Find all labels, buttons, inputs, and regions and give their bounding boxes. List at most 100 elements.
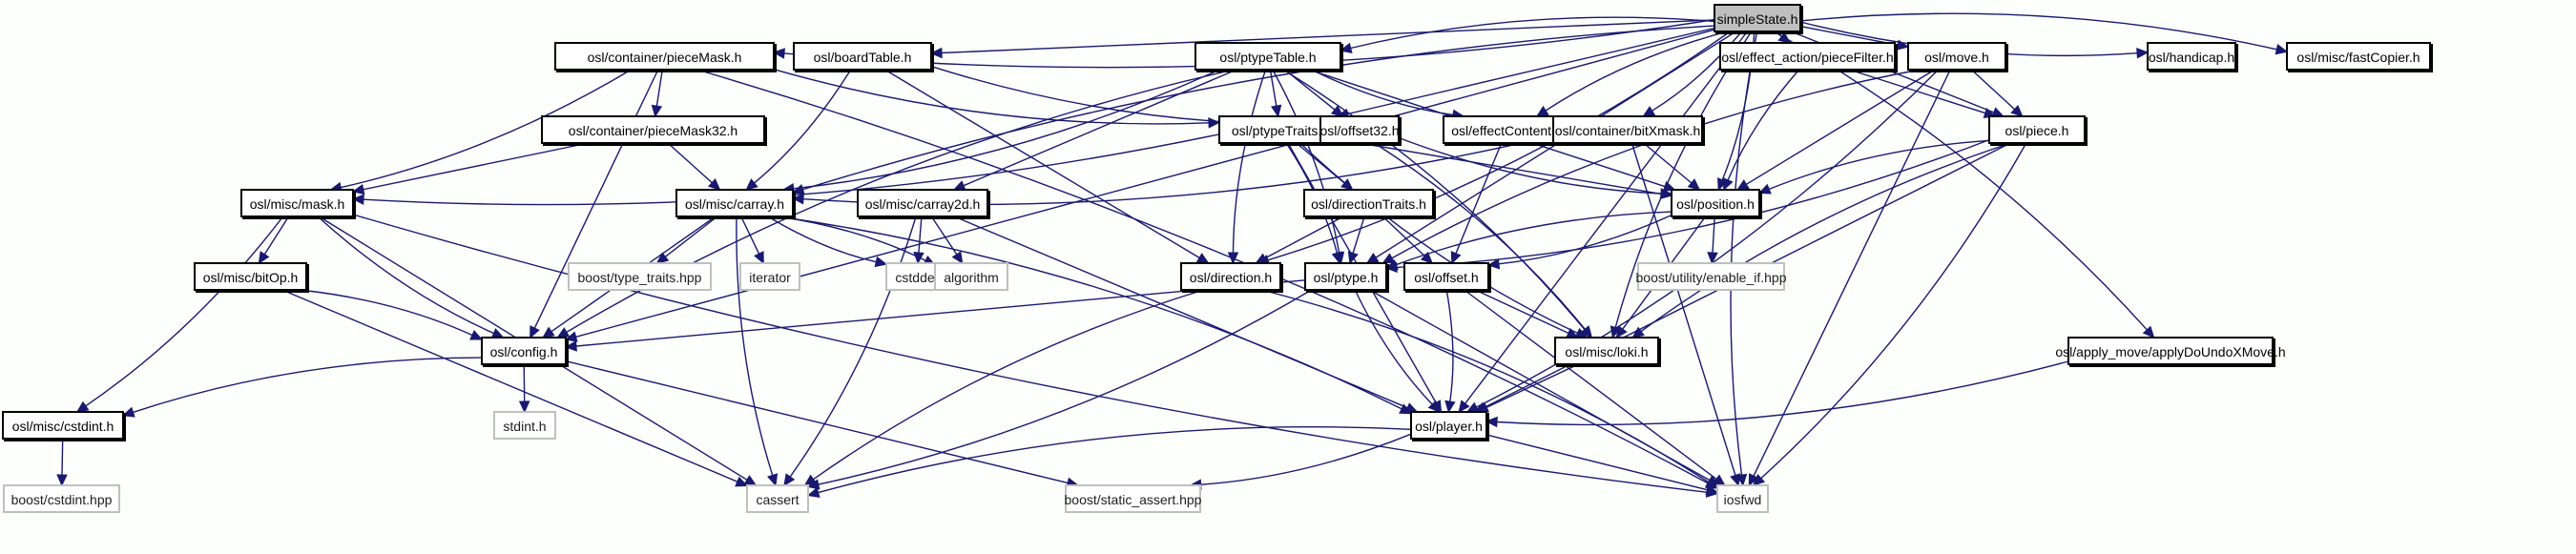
node-handicap[interactable]: osl/handicap.h (2147, 42, 2238, 72)
arrowhead-icon (951, 251, 964, 265)
edge-line (1396, 138, 1990, 269)
edge-offset32-to-loki (1374, 142, 1593, 339)
node-label: osl/ptypeTraits.h (1232, 123, 1329, 138)
node-bitOp[interactable]: osl/misc/bitOp.h (194, 262, 309, 293)
node-pieceMask32[interactable]: osl/container/pieceMask32.h (541, 115, 767, 146)
node-piece[interactable]: osl/piece.h (1988, 115, 2088, 146)
node-player[interactable]: osl/player.h (1410, 411, 1489, 441)
node-label: osl/offset32.h (1319, 123, 1399, 138)
node-loki[interactable]: osl/misc/loki.h (1554, 337, 1661, 367)
edge-carray-to-iterator (740, 215, 764, 265)
node-label: boost/utility/enable_if.hpp (1636, 270, 1787, 285)
node-algorithm: algorithm (934, 262, 1008, 291)
nodes-layer: simpleState.h osl/container/pieceMask.h os… (2, 4, 2433, 513)
arrowhead-icon (1642, 106, 1656, 117)
arrowhead-icon (1722, 177, 1734, 192)
arrowhead-icon (1365, 252, 1380, 264)
node-carray2d[interactable]: osl/misc/carray2d.h (857, 189, 990, 219)
node-bitXmask[interactable]: osl/container/bitXmask.h (1552, 115, 1705, 146)
edge-direction-to-iosfwd (1261, 289, 1719, 489)
node-box (1410, 411, 1487, 440)
edge-line (1848, 69, 1986, 114)
edge-bitOp-to-config (299, 289, 484, 340)
edge-carray-to-cassert (736, 215, 779, 487)
arrowhead-icon (469, 329, 484, 340)
node-offset[interactable]: osl/offset.h (1403, 262, 1491, 293)
edge-line (930, 215, 958, 256)
edge-directionTraits-to-offset (1381, 215, 1434, 264)
node-direction[interactable]: osl/direction.h (1180, 262, 1283, 293)
arrowhead-icon (1450, 251, 1462, 265)
edge-ptype-to-cassert (806, 289, 1313, 490)
node-config[interactable]: osl/config.h (481, 337, 569, 367)
node-label: osl/player.h (1415, 419, 1483, 434)
node-stdint: stdint.h (493, 411, 556, 440)
node-label: osl/misc/loki.h (1565, 344, 1648, 359)
node-carray[interactable]: osl/misc/carray.h (675, 189, 796, 219)
node-box (793, 42, 932, 71)
node-box (934, 262, 1008, 291)
node-label: osl/container/pieceMask32.h (569, 123, 737, 138)
edge-loki-to-player (1476, 363, 1579, 413)
node-label: osl/effect_action/pieceFilter.h (1721, 50, 1893, 65)
arrowhead-icon (743, 475, 758, 486)
edge-line (1712, 215, 1715, 254)
node-simpleState[interactable]: simpleState.h (1714, 4, 1803, 34)
node-label: osl/effectContent.h (1451, 123, 1562, 138)
edge-carray-to-typeTraits (655, 215, 718, 264)
node-box (1714, 4, 1801, 32)
node-boardTable[interactable]: osl/boardTable.h (793, 42, 934, 72)
edge-line (1760, 142, 2027, 480)
node-label: osl/apply_move/applyDoUndoXMove.h (2055, 344, 2285, 359)
edge-line (1391, 69, 1921, 259)
node-directionTraits[interactable]: osl/directionTraits.h (1303, 189, 1436, 219)
arrowhead-icon (351, 194, 364, 206)
edge-line (1398, 136, 1662, 195)
arrowhead-icon (1384, 259, 1399, 270)
node-ptype[interactable]: osl/ptype.h (1304, 262, 1389, 293)
edge-line (263, 215, 290, 256)
edge-pieceFilter-to-position (1722, 69, 1800, 192)
edge-bitXmask-to-position (1643, 142, 1701, 191)
arrowhead-icon (1735, 179, 1750, 191)
edge-line (565, 360, 1069, 484)
arrowhead-icon (1381, 253, 1396, 264)
arrowhead-icon (1404, 402, 1419, 413)
edge-line (1374, 142, 1586, 330)
node-position[interactable]: osl/position.h (1671, 189, 1762, 219)
node-ptypeTable[interactable]: osl/ptypeTable.h (1195, 42, 1343, 72)
edge-direction-to-cassert (803, 289, 1204, 486)
node-box (2, 411, 124, 440)
node-box (1443, 115, 1571, 144)
edge-effectContent-to-offset (1450, 142, 1503, 265)
node-pieceMask[interactable]: osl/container/pieceMask.h (554, 42, 777, 72)
edge-line (664, 215, 718, 257)
edge-line (740, 215, 760, 255)
edge-line (363, 142, 589, 191)
node-cstdint[interactable]: osl/misc/cstdint.h (2, 411, 126, 441)
node-offset32[interactable]: osl/offset32.h (1319, 115, 1402, 146)
node-label: osl/container/pieceMask.h (588, 50, 742, 65)
arrowhead-icon (1271, 104, 1282, 118)
edge-line (754, 69, 852, 184)
arrowhead-icon (1486, 257, 1501, 270)
edge-ptypeTable-to-ptype (1272, 69, 1345, 265)
arrowhead-icon (1580, 325, 1593, 339)
edge-line (1264, 215, 1344, 259)
node-pieceFilter[interactable]: osl/effect_action/pieceFilter.h (1719, 42, 1898, 72)
node-label: osl/boardTable.h (814, 50, 912, 65)
arrowhead-icon (655, 252, 670, 264)
edge-line (1970, 69, 2016, 111)
edge-config-to-cstdint (121, 357, 483, 418)
node-applyDoUndo[interactable]: osl/apply_move/applyDoUndoXMove.h (2055, 337, 2286, 367)
node-fastCopier[interactable]: osl/misc/fastCopier.h (2286, 42, 2433, 72)
node-mask[interactable]: osl/misc/mask.h (240, 189, 356, 219)
arrowhead-icon (556, 327, 571, 339)
edge-line (1267, 31, 1731, 261)
node-move[interactable]: osl/move.h (1907, 42, 2008, 72)
node-effectContent[interactable]: osl/effectContent.h (1443, 115, 1573, 146)
arrowhead-icon (1687, 178, 1701, 191)
edge-line (1768, 139, 1990, 191)
node-box (1988, 115, 2086, 144)
node-box (240, 189, 354, 217)
